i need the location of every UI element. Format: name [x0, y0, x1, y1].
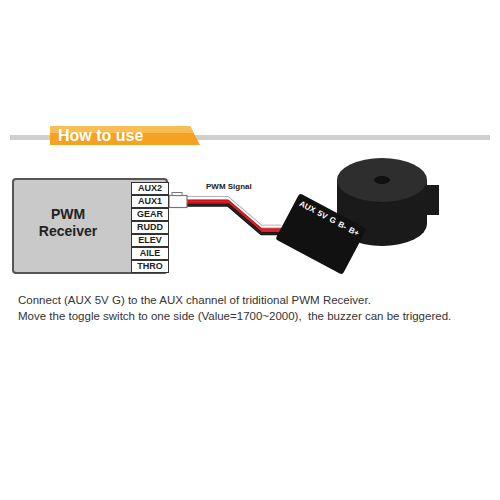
wire-core: [185, 205, 281, 234]
header-tab: [50, 126, 200, 145]
receiver-name: PWM Receiver: [28, 206, 108, 240]
note: Move the toggle switch to one side (Valu…: [18, 310, 494, 322]
plug-latch: [172, 193, 182, 196]
channel-label: AUX1: [132, 196, 168, 207]
plug: [169, 196, 187, 208]
signal-wire: [169, 193, 281, 234]
channel-box: GEAR: [131, 208, 169, 221]
channel-box: AUX2: [131, 182, 169, 195]
channel-label: THRO: [132, 261, 168, 272]
wire-label: PWM Signal: [205, 182, 253, 191]
channel-label: RUDD: [132, 222, 168, 233]
buzzer: [337, 158, 439, 246]
pin-label: AUX: [297, 199, 317, 216]
channel-box: ELEV: [131, 234, 169, 247]
channel-box: RUDD: [131, 221, 169, 234]
header-title: How to use: [58, 126, 143, 145]
channel-label: GEAR: [132, 209, 168, 220]
channel-box: THRO: [131, 260, 169, 273]
channel-box: AUX1: [131, 195, 169, 208]
pin-label: B-: [336, 220, 348, 233]
channel-label: AILE: [132, 248, 168, 259]
channel-box: AILE: [131, 247, 169, 260]
pin-label: G: [327, 215, 337, 227]
pin-label: 5V: [315, 209, 328, 222]
pin-label: B+: [347, 225, 361, 239]
channel-label: ELEV: [132, 235, 168, 246]
caption: Connect (AUX 5V G) to the AUX channel of…: [18, 294, 488, 306]
channel-label: AUX2: [132, 183, 168, 194]
wire-outline: [185, 205, 281, 234]
receiver-box: PWM Receiver AUX2AUX1GEAR RUDD ELEV AILE THRO: [12, 178, 168, 274]
